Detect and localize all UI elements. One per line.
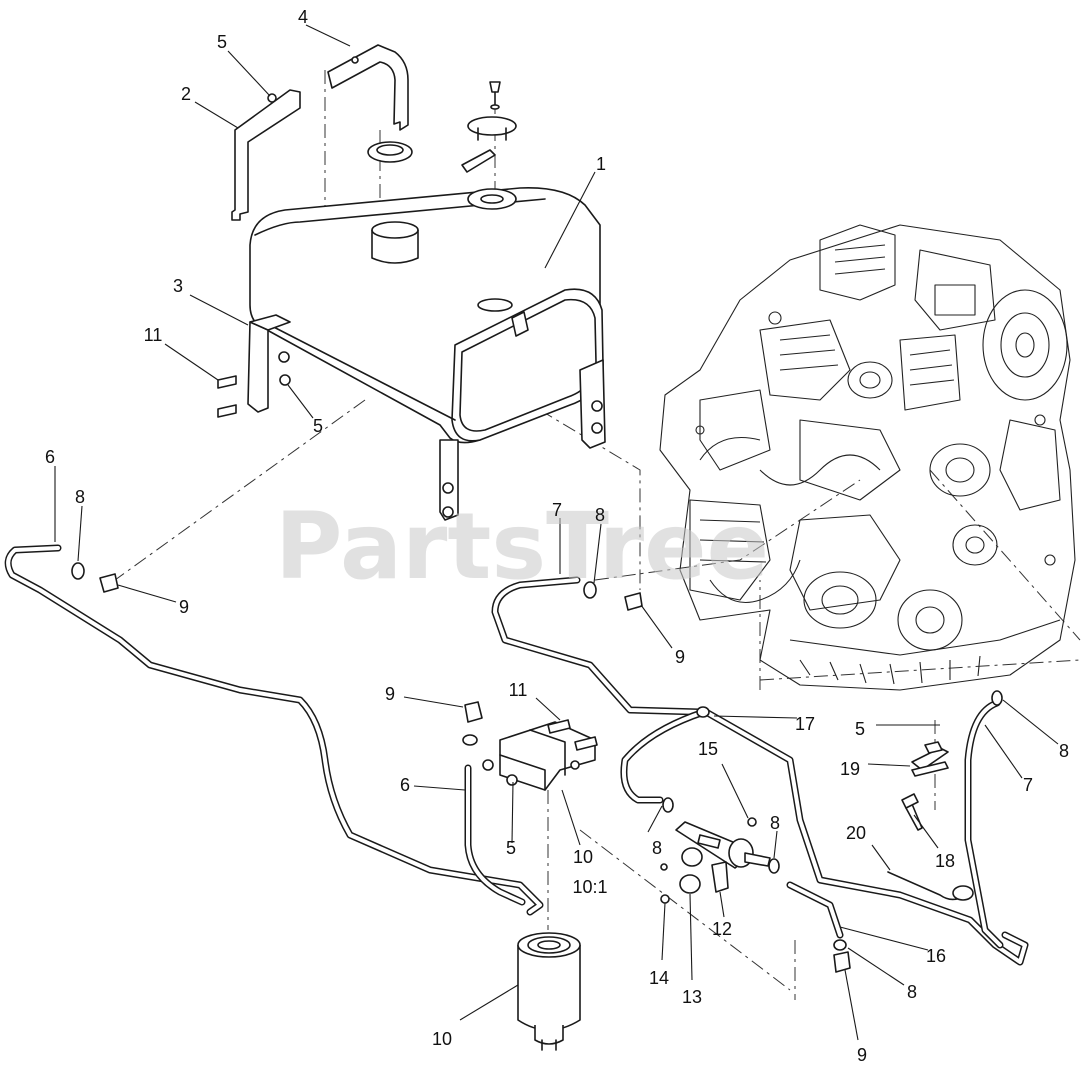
tank-mount-bracket-left <box>247 314 291 413</box>
fuel-tank <box>249 187 604 444</box>
callout-c-16: 16 <box>926 946 946 966</box>
callout-c-5b: 5 <box>313 416 323 436</box>
callout-c-12: 12 <box>712 919 732 939</box>
callout-c-7a: 7 <box>552 500 562 520</box>
callout-c-8e: 8 <box>1059 741 1069 761</box>
callout-c-8a: 8 <box>75 487 85 507</box>
fuel-hose-right <box>964 699 1004 949</box>
tank-strap-left <box>231 89 301 221</box>
callout-c-8d: 8 <box>770 813 780 833</box>
fuel-sender-assembly <box>367 81 517 210</box>
fuel-hose-return <box>620 708 1029 966</box>
callout-c-17: 17 <box>795 714 815 734</box>
callout-c-11a: 11 <box>144 325 163 345</box>
fuel-hose-center <box>491 576 704 716</box>
callout-c-5a: 5 <box>217 32 227 52</box>
callout-c-9d: 9 <box>857 1045 867 1065</box>
engine-hose-clamp <box>901 741 949 831</box>
callout-c-18: 18 <box>935 851 955 871</box>
callout-c-9b: 9 <box>675 647 685 667</box>
callout-c-6b: 6 <box>400 775 410 795</box>
fuel-hose-pump-outlet <box>786 881 844 939</box>
callout-c-7b: 7 <box>1023 775 1033 795</box>
tank-hardware <box>217 351 603 518</box>
callout-c-8b: 8 <box>595 505 605 525</box>
callout-c-9c: 9 <box>385 684 395 704</box>
callout-c-20: 20 <box>846 823 866 843</box>
callout-c-8c: 8 <box>652 838 662 858</box>
callout-c-10a: 10 <box>573 847 593 867</box>
callout-c-5c: 5 <box>506 838 516 858</box>
callout-c-1: 1 <box>596 154 606 174</box>
fuel-pump <box>675 821 771 893</box>
callout-c-13: 13 <box>682 987 702 1007</box>
fuel-filter <box>517 932 581 1051</box>
filter-mount-bracket <box>482 719 598 791</box>
engine-assembly <box>659 224 1076 691</box>
callout-c-15: 15 <box>698 739 718 759</box>
callout-c-14: 14 <box>649 968 669 988</box>
callout-c-2: 2 <box>181 84 191 104</box>
callout-labels: 1234555566778888889999101010:11111121314… <box>45 7 1069 1065</box>
callout-c-8f: 8 <box>907 982 917 1002</box>
callout-c-3: 3 <box>173 276 183 296</box>
callout-c-11b: 11 <box>509 680 528 700</box>
callout-c-9a: 9 <box>179 597 189 617</box>
cable-tie-strap <box>887 871 974 901</box>
hose-clamps <box>71 562 1003 951</box>
callout-leaders <box>54 24 1059 1041</box>
callout-c-19: 19 <box>840 759 860 779</box>
fuel-hose-left <box>4 544 544 916</box>
elbow-fittings <box>99 573 851 973</box>
tank-strap-right <box>327 44 409 131</box>
callout-c-5d: 5 <box>855 719 865 739</box>
callout-c-10-1: 10:1 <box>572 877 607 897</box>
pump-isolators <box>660 817 757 904</box>
callout-c-4: 4 <box>298 7 308 27</box>
callout-c-10b: 10 <box>432 1029 452 1049</box>
watermark: PartsTree <box>275 493 769 600</box>
callout-c-6a: 6 <box>45 447 55 467</box>
